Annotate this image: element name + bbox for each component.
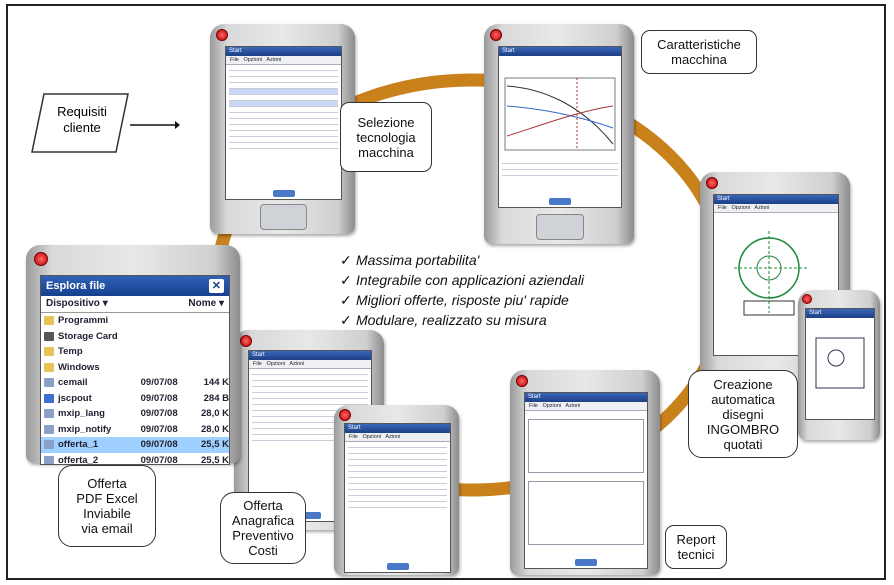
close-icon[interactable]: ✕ xyxy=(208,279,224,293)
check-icon: ✓ xyxy=(340,252,352,268)
file-date: 09/07/08 xyxy=(140,454,178,465)
file-size: 25,5 K xyxy=(201,439,229,450)
pda-costi-screen: Start File Opzioni Azioni xyxy=(344,423,451,573)
file-icon xyxy=(44,378,54,387)
file-date xyxy=(141,344,191,360)
benefit-item: ✓Modulare, realizzato su misura xyxy=(340,312,547,328)
location-bar: Dispositivo ▾ Nome ▾ xyxy=(41,296,229,313)
check-icon: ✓ xyxy=(340,292,352,308)
file-row[interactable]: Temp xyxy=(41,344,229,360)
file-date: 09/07/08 xyxy=(140,439,178,450)
folder-icon xyxy=(44,347,54,356)
file-name: cemail xyxy=(58,377,88,388)
location-dropdown[interactable]: Dispositivo ▾ xyxy=(46,298,108,309)
requisiti-label: Requisiti cliente xyxy=(57,104,107,135)
file-size xyxy=(191,329,229,345)
file-name: mxip_lang xyxy=(58,408,105,419)
benefit-item: ✓Massima portabilita' xyxy=(340,252,480,268)
file-icon xyxy=(44,424,54,434)
folder-icon xyxy=(44,362,54,372)
file-row[interactable]: Storage Card xyxy=(41,329,229,345)
requisiti-shape xyxy=(31,93,180,153)
pda-caratteristiche: Start xyxy=(484,24,634,244)
file-icon xyxy=(44,393,54,403)
file-name: offerta_2 xyxy=(58,454,99,465)
folder-icon xyxy=(44,316,54,325)
file-date xyxy=(141,313,191,329)
pda-disegni-front: Start xyxy=(798,290,880,440)
file-name: Storage Card xyxy=(58,330,118,342)
storage-card-icon xyxy=(44,331,54,341)
file-row[interactable]: offerta_1 09/07/08 25,5 K xyxy=(41,437,229,453)
sort-dropdown[interactable]: Nome ▾ xyxy=(188,298,224,309)
benefit-item: ✓Integrabile con applicazioni aziendali xyxy=(340,272,585,288)
pda-selezione: Start File Opzioni Azioni xyxy=(210,24,355,234)
file-row[interactable]: mxip_lang 09/07/08 28,0 K xyxy=(41,406,229,422)
file-row[interactable]: Windows xyxy=(41,360,229,376)
file-size: 28,0 K xyxy=(201,408,229,419)
file-name: Temp xyxy=(58,346,83,357)
file-name: Programmi xyxy=(58,315,109,326)
pda-report-screen: Start File Opzioni Azioni xyxy=(524,392,648,569)
file-date: 09/07/08 xyxy=(140,423,178,435)
file-date: 09/07/08 xyxy=(140,408,178,419)
benefit-item: ✓Migliori offerte, risposte piu' rapide xyxy=(340,292,569,308)
file-icon xyxy=(44,440,54,449)
file-size xyxy=(191,344,229,360)
file-name: mxip_notify xyxy=(58,423,112,435)
file-date xyxy=(141,360,191,376)
chevron-down-icon: ▾ xyxy=(102,298,108,309)
file-date: 09/07/08 xyxy=(140,377,178,388)
file-explorer-title: Esplora file xyxy=(46,280,106,292)
file-row[interactable]: jscpout 09/07/08 284 B xyxy=(41,391,229,407)
drawing-front-graphic xyxy=(815,337,865,389)
file-row[interactable]: cemail 09/07/08 144 K xyxy=(41,375,229,391)
pda-report: Start File Opzioni Azioni xyxy=(510,370,660,575)
pda-caratteristiche-screen: Start xyxy=(498,46,622,208)
pda-file-explorer: Esplora file ✕ Dispositivo ▾ Nome ▾ Prog… xyxy=(26,245,240,465)
file-size: 25,5 K xyxy=(201,454,229,465)
file-size: 284 B xyxy=(203,392,229,404)
file-name: jscpout xyxy=(58,392,92,404)
pda-selezione-screen: Start File Opzioni Azioni xyxy=(225,46,342,200)
file-explorer-titlebar: Esplora file ✕ xyxy=(41,276,229,296)
figure-frame xyxy=(6,4,886,580)
check-icon: ✓ xyxy=(340,312,352,328)
file-row[interactable]: offerta_2 09/07/08 25,5 K xyxy=(41,453,229,465)
check-icon: ✓ xyxy=(340,272,352,288)
benefits-list: ✓Massima portabilita' ✓Integrabile con a… xyxy=(340,250,584,330)
drawing-graphic xyxy=(734,231,809,316)
performance-curve-graphic xyxy=(504,77,616,151)
file-size: 28,0 K xyxy=(201,423,229,435)
file-icon xyxy=(44,455,54,464)
file-date xyxy=(141,329,191,345)
chevron-down-icon: ▾ xyxy=(218,298,224,309)
file-row[interactable]: Programmi xyxy=(41,313,229,329)
file-name: Windows xyxy=(58,361,100,373)
file-name: offerta_1 xyxy=(58,439,99,450)
file-size xyxy=(191,313,229,329)
pda-disegni-screen: Start File Opzioni Azioni xyxy=(713,194,839,356)
file-size xyxy=(191,360,229,376)
file-icon xyxy=(44,409,54,418)
file-size: 144 K xyxy=(203,377,229,388)
file-row[interactable]: mxip_notify 09/07/08 28,0 K xyxy=(41,422,229,438)
pda-costi: Start File Opzioni Azioni xyxy=(334,405,459,575)
file-date: 09/07/08 xyxy=(140,392,178,404)
file-explorer-screen: Esplora file ✕ Dispositivo ▾ Nome ▾ Prog… xyxy=(40,275,230,465)
